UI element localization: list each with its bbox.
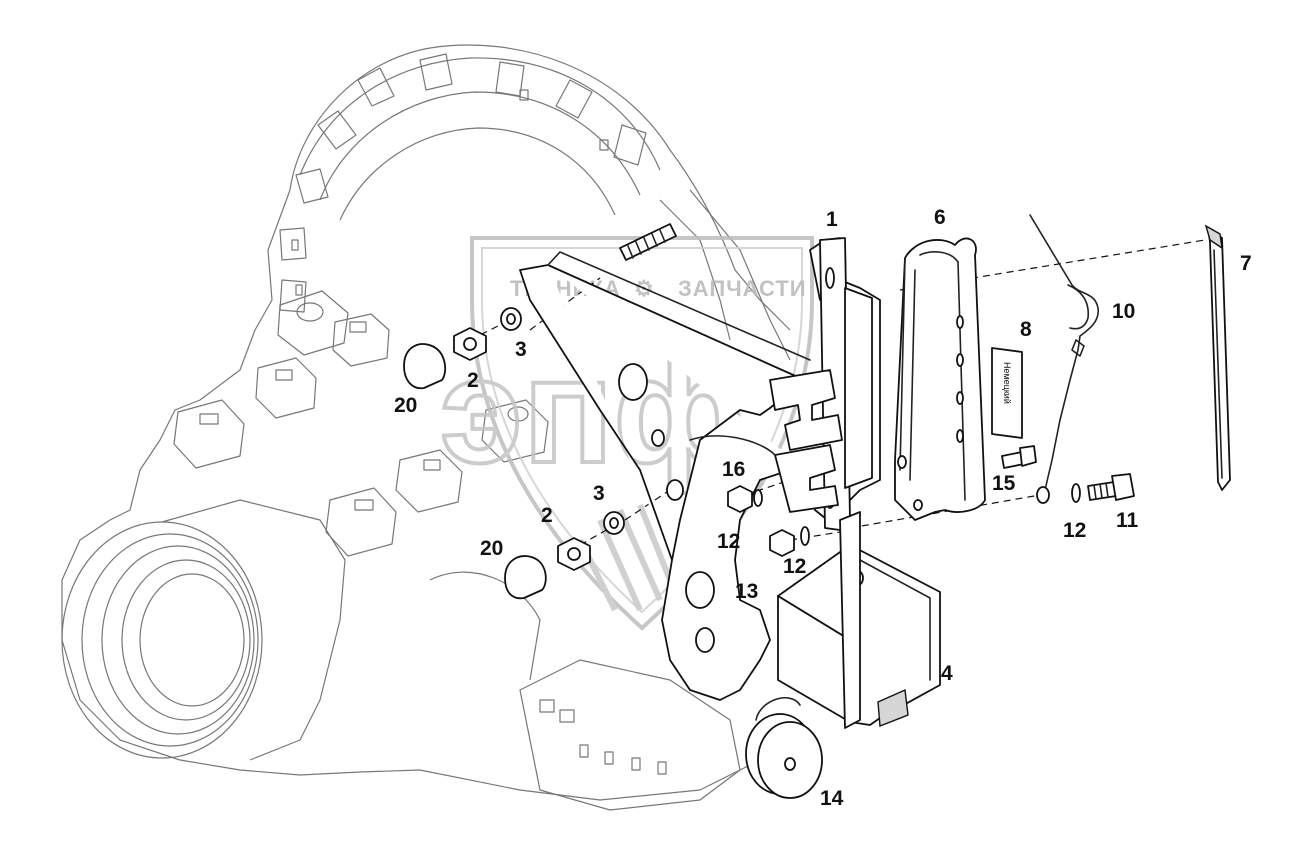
part-10-seal-wire: [1029, 214, 1099, 504]
callout-10: 10: [1112, 300, 1135, 323]
callout-2-upper: 2: [467, 369, 479, 392]
housing-bosses: [173, 290, 549, 557]
callout-12-a: 12: [717, 530, 740, 553]
part-2-nut-upper: [453, 327, 487, 361]
callout-20-upper: 20: [394, 394, 417, 417]
part-7-strap: [1204, 224, 1231, 491]
part-20-cap-lower: [504, 555, 547, 600]
callout-20-lower: 20: [480, 537, 503, 560]
callout-12-c: 12: [1063, 519, 1086, 542]
callout-14: 14: [820, 787, 844, 810]
axle-housing: [61, 44, 791, 811]
callout-6: 6: [934, 206, 946, 229]
part-11-bolt: [1087, 473, 1135, 501]
part-14-reflector: [745, 696, 823, 799]
part-8-label-plate: Немецкий: [991, 347, 1023, 439]
part-12-washer: [800, 526, 810, 546]
part-13-nut: [769, 529, 795, 557]
callout-15: 15: [992, 472, 1016, 495]
callout-12-b: 12: [783, 555, 806, 578]
callout-16: 16: [722, 458, 745, 481]
callout-2-lower: 2: [541, 504, 553, 527]
part-15-bolt: [1001, 445, 1037, 469]
callout-4: 4: [941, 662, 953, 685]
callout-11: 11: [1116, 509, 1139, 532]
flange-lugs: [279, 53, 647, 313]
part-3-washer-upper: [500, 307, 522, 331]
part-6-label-holder: [894, 237, 986, 521]
part-16-nut: [727, 485, 763, 513]
callout-3-lower: 3: [593, 482, 605, 505]
axle-tube-flange: [61, 499, 346, 761]
callout-labels: 1 6 7 10 8 3 2 20 16 3 2 12 15 20 13 12 …: [394, 206, 1252, 810]
part-20-cap-upper: [403, 343, 447, 390]
watermark-brand-right: ЗАПЧАСТИ: [678, 276, 807, 301]
part-3-washer-lower: [603, 511, 625, 535]
callout-3-upper: 3: [515, 338, 527, 361]
part-12-washer-right: [1071, 483, 1081, 503]
part-4-box-bracket: [777, 511, 941, 729]
stud-bolt: [619, 223, 677, 261]
callout-13: 13: [735, 580, 758, 603]
part-1-bracket: [519, 237, 881, 701]
part-2-nut-lower: [557, 537, 591, 571]
callout-1: 1: [826, 208, 838, 231]
callout-8: 8: [1020, 318, 1032, 341]
label-plate-text: Немецкий: [1002, 362, 1012, 404]
callout-7: 7: [1240, 252, 1252, 275]
